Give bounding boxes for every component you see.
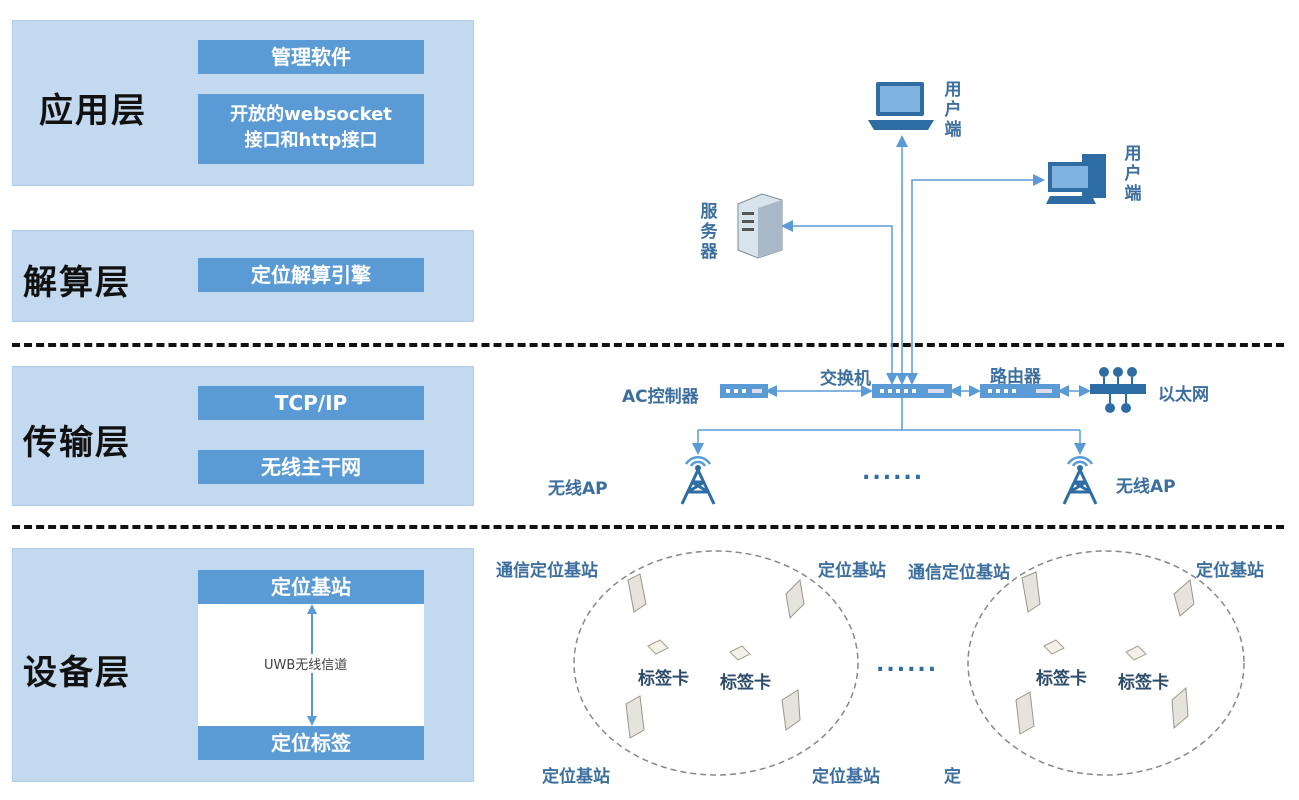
base-station-icon (625, 571, 1195, 739)
station-label-br1: 定位基站 (812, 767, 880, 787)
station-label-tr1: 定位基站 (818, 561, 886, 581)
api-interface-line2: 接口和http接口 (244, 130, 378, 151)
user2-char2: 户 (1124, 164, 1142, 184)
positioning-station-box: 定位基站 (198, 570, 424, 604)
ethernet-label: 以太网 (1158, 385, 1209, 405)
wireless-ap-icon-left (680, 455, 716, 505)
server-label: 服 务 器 (700, 202, 718, 262)
router-icon (980, 384, 1060, 398)
server-char1: 服 (700, 202, 718, 222)
wireless-ap-label-right: 无线AP (1116, 477, 1176, 497)
comm-station-label-2: 通信定位基站 (908, 563, 1010, 583)
tag-card-icon (647, 639, 1147, 661)
user2-char3: 端 (1124, 184, 1142, 204)
station-label-bl2: 定 (944, 767, 961, 787)
switch-label: 交换机 (820, 369, 871, 389)
ac-controller-label: AC控制器 (622, 387, 699, 407)
user1-char2: 户 (944, 100, 962, 120)
user1-char3: 端 (944, 120, 962, 140)
device-ellipsis: ...... (876, 652, 939, 677)
separator-top (12, 343, 1284, 347)
api-interface-box: 开放的websocket 接口和http接口 (198, 94, 424, 164)
station-label-tr2: 定位基站 (1196, 561, 1264, 581)
desktop-computer-icon (1046, 154, 1106, 204)
station-label-bl1: 定位基站 (542, 767, 610, 787)
laptop-icon (868, 82, 934, 130)
positioning-tag-box: 定位标签 (198, 726, 424, 760)
uwb-channel-label: UWB无线信道 (262, 654, 350, 673)
separator-bottom (12, 525, 1284, 529)
tag-label-2: 标签卡 (720, 673, 771, 693)
ap-ellipsis: ...... (862, 460, 925, 485)
user1-char1: 用 (944, 80, 962, 100)
comm-station-label-1: 通信定位基站 (496, 561, 598, 581)
tag-label-3: 标签卡 (1036, 669, 1087, 689)
device-layer-title: 设备层 (23, 653, 131, 693)
switch-icon (872, 384, 952, 398)
tag-label-4: 标签卡 (1118, 673, 1169, 693)
management-software-box: 管理软件 (198, 40, 424, 74)
ethernet-icon (1090, 367, 1146, 413)
transport-layer-title: 传输层 (23, 423, 131, 463)
user2-char1: 用 (1124, 144, 1142, 164)
api-interface-line1: 开放的websocket (230, 104, 392, 125)
application-layer-title: 应用层 (39, 91, 147, 131)
server-char3: 器 (700, 242, 718, 262)
router-label: 路由器 (990, 367, 1041, 387)
user-client-label-2: 用 户 端 (1124, 144, 1142, 204)
server-char2: 务 (700, 222, 718, 242)
wireless-ap-icon-right (1062, 455, 1098, 505)
server-icon (737, 193, 783, 259)
solver-layer-title: 解算层 (23, 263, 131, 303)
wireless-ap-label-left: 无线AP (548, 479, 608, 499)
ac-controller-icon (720, 384, 768, 398)
user-client-label-1: 用 户 端 (944, 80, 962, 140)
tag-label-1: 标签卡 (638, 669, 689, 689)
tcpip-box: TCP/IP (198, 386, 424, 420)
wireless-backbone-box: 无线主干网 (198, 450, 424, 484)
solver-engine-box: 定位解算引擎 (198, 258, 424, 292)
